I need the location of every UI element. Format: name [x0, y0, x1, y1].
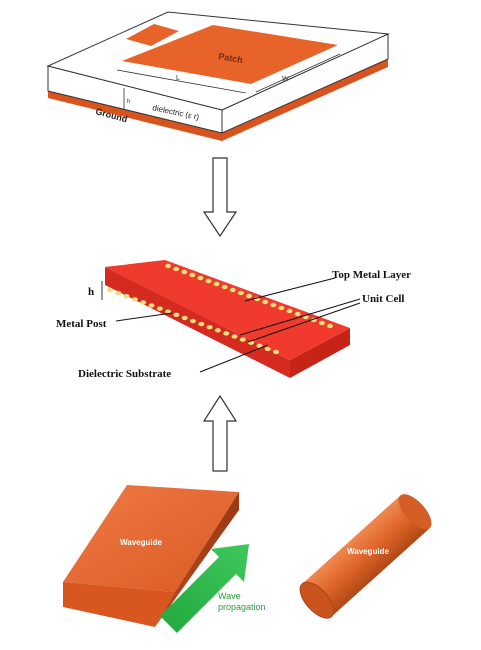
- cylinder-back-cap: [398, 494, 432, 530]
- metal-post-via: [173, 312, 180, 317]
- dielectric-substrate-label: Dielectric Substrate: [78, 368, 171, 380]
- metal-post-via: [223, 331, 230, 336]
- metal-post-via: [140, 300, 147, 305]
- metal-post-via: [256, 343, 263, 348]
- metal-post-via: [165, 263, 171, 269]
- metal-post-via: [294, 311, 301, 317]
- metal-post-via: [318, 320, 325, 326]
- cylinder-front-cap: [299, 581, 335, 619]
- unit-cell-leader-2: [247, 302, 361, 343]
- top-metal-leader: [244, 277, 336, 302]
- metal-post-via: [246, 293, 252, 299]
- metal-post-via: [181, 315, 188, 321]
- patch-label: Patch: [218, 51, 244, 65]
- unit-cell-label: Unit Cell: [362, 293, 404, 305]
- metal-post-via: [131, 297, 138, 302]
- metal-post-via: [214, 328, 221, 333]
- patch: [122, 25, 338, 84]
- up-arrow-icon: [202, 394, 238, 472]
- wave-label-line2: propagation: [218, 602, 266, 612]
- metal-post-via: [205, 278, 212, 284]
- h-label: h: [88, 286, 94, 298]
- top-metal-label: Top Metal Layer: [332, 269, 411, 281]
- length-label: L: [176, 75, 180, 82]
- down-arrow-icon: [202, 157, 238, 238]
- length-dim-line: [116, 69, 247, 94]
- metal-post-via: [165, 309, 172, 314]
- siw-structure: h Top Metal Layer Unit Cell Metal Post D…: [56, 260, 411, 380]
- unit-cell-leader-1: [239, 298, 361, 336]
- rect-waveguide-top: [63, 485, 239, 592]
- metal-post-via: [264, 346, 271, 352]
- metal-post-via: [115, 290, 122, 296]
- metal-post-via: [221, 284, 228, 290]
- metal-post-via: [213, 281, 220, 287]
- rect-waveguide-front: [63, 582, 175, 627]
- circular-waveguide: [299, 494, 432, 619]
- width-label: W: [282, 76, 289, 83]
- metal-post-via: [189, 272, 196, 278]
- metal-post-via: [173, 266, 180, 272]
- feed-line: [126, 24, 179, 46]
- metal-post-via: [107, 287, 113, 293]
- metal-post-via: [148, 303, 155, 308]
- metal-post-via: [123, 294, 130, 299]
- metal-post-via: [198, 321, 205, 327]
- wave-label-line1: Wave: [218, 591, 241, 601]
- metal-post-leader: [115, 312, 173, 322]
- waveguides: Waveguide Wave propagation Waveguide: [63, 485, 432, 633]
- metal-post-via: [262, 299, 269, 305]
- cylinder-body: [302, 495, 430, 617]
- dielectric-substrate-leader: [199, 344, 269, 373]
- metal-post-via: [237, 290, 244, 296]
- metal-post-via: [231, 334, 238, 339]
- width-dim-line: [255, 53, 341, 93]
- metal-post-via: [273, 349, 279, 355]
- circ-waveguide-label: Waveguide: [347, 547, 389, 556]
- height-label: h: [127, 99, 130, 105]
- siw-end-face: [290, 328, 350, 378]
- metal-post-via: [270, 302, 277, 308]
- metal-post-via: [197, 275, 204, 281]
- rect-waveguide-side: [155, 492, 239, 627]
- metal-post-via: [239, 337, 246, 342]
- metal-post-via: [156, 306, 163, 311]
- patch-antenna: Patch L W h dielectric (ε r) Ground: [46, 11, 390, 141]
- siw-top-face: [105, 260, 350, 360]
- siw-side-face: [105, 267, 290, 378]
- metal-post-via: [190, 318, 196, 324]
- metal-post-via: [327, 323, 333, 329]
- metal-post-via: [229, 287, 236, 293]
- metal-post-label: Metal Post: [56, 318, 107, 330]
- rect-waveguide-label: Waveguide: [120, 538, 162, 547]
- metal-post-via: [181, 269, 188, 275]
- wave-propagation-arrow: [160, 544, 249, 633]
- metal-post-via: [286, 308, 293, 314]
- metal-post-via: [206, 325, 213, 330]
- metal-post-via: [278, 305, 285, 311]
